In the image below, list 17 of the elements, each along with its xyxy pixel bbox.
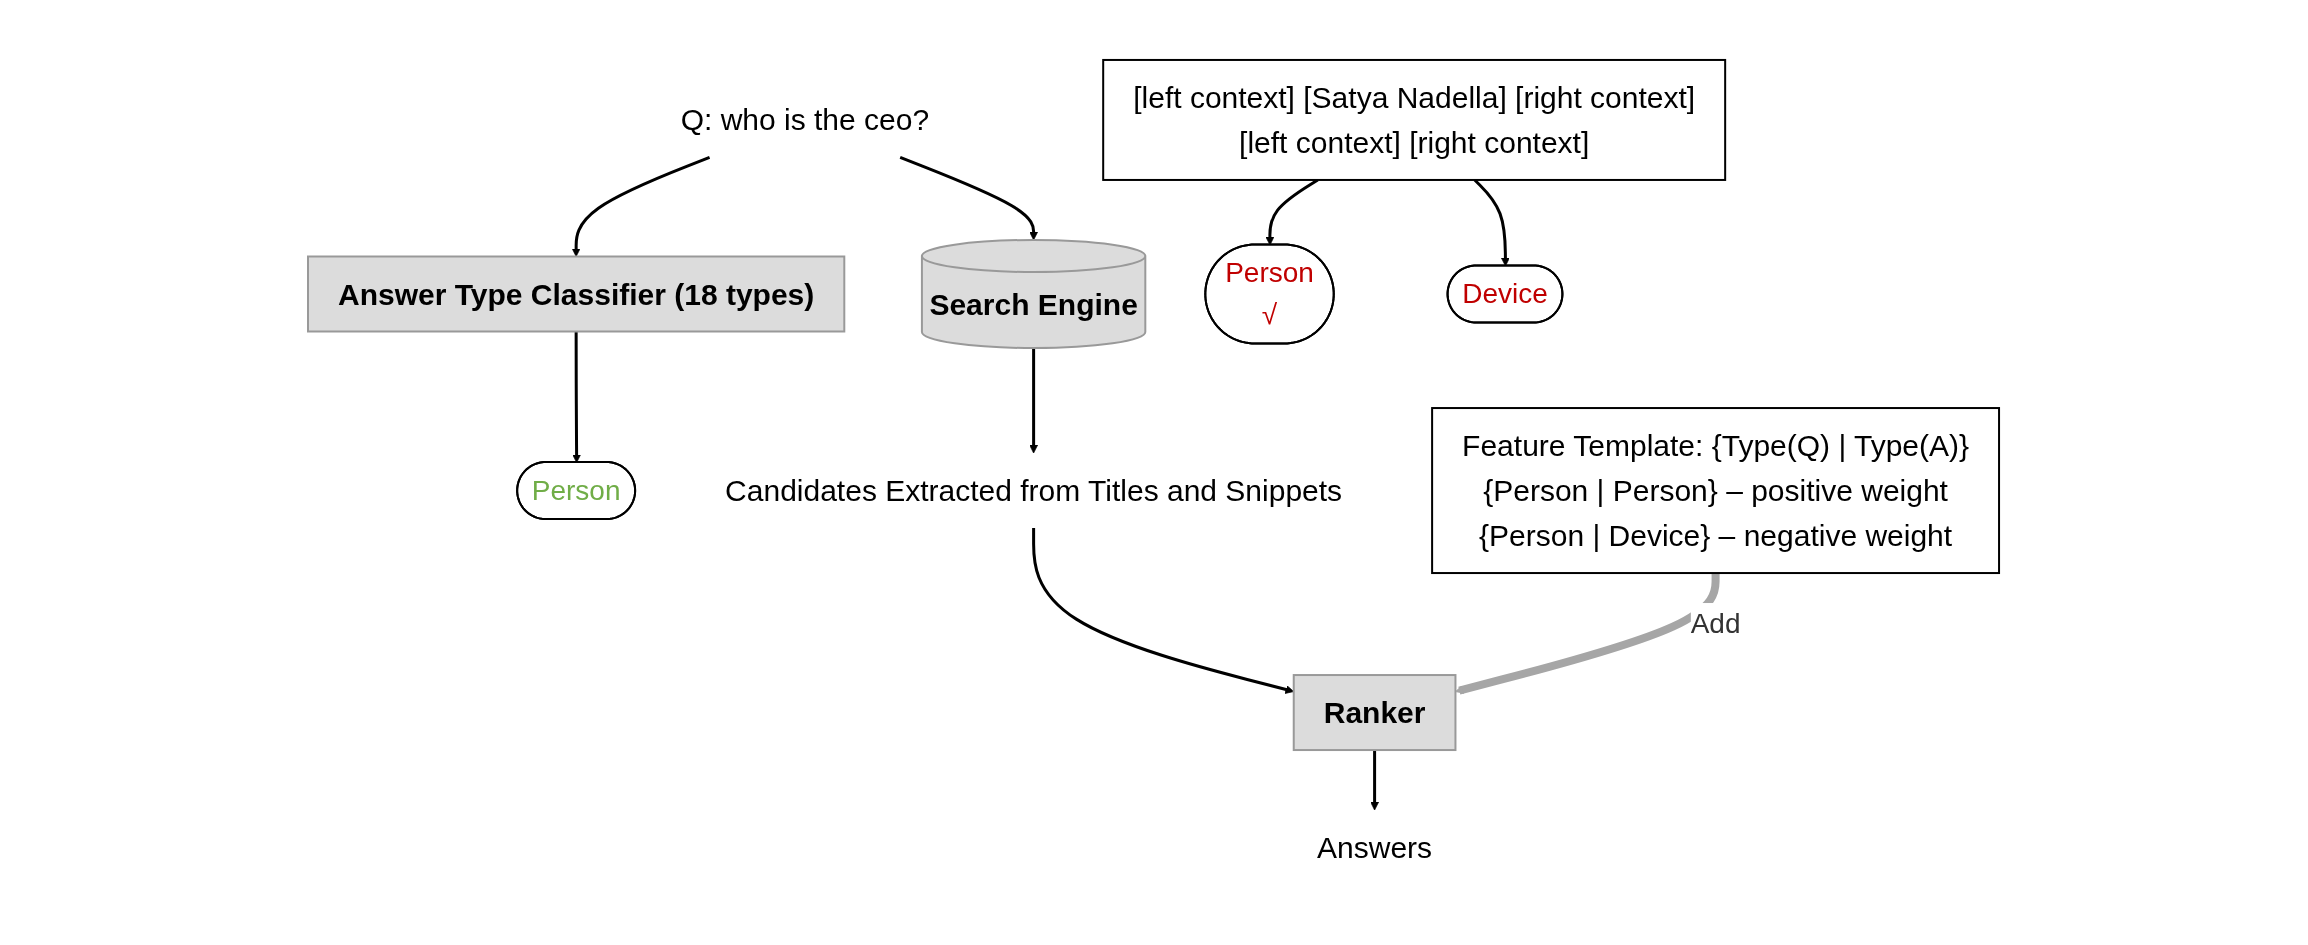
arrow bbox=[1370, 750, 1380, 811]
arrow bbox=[1266, 178, 1319, 246]
arrow bbox=[1474, 178, 1511, 267]
node-text: Candidates Extracted from Titles and Snippets bbox=[725, 474, 1343, 508]
arrow bbox=[900, 156, 1039, 241]
node-box: Answer Type Classifier (18 types) bbox=[307, 255, 846, 333]
node-box: Feature Template: {Type(Q) | Type(A)} {Person | Person} – positive weight {Person | Device} – negative weight bbox=[1431, 407, 2001, 575]
node-text: Answers bbox=[1317, 831, 1433, 865]
arrow bbox=[1032, 528, 1295, 694]
arrow bbox=[1455, 573, 1721, 695]
arrow bbox=[1029, 348, 1039, 454]
arrow bbox=[572, 156, 711, 257]
node-box: [left context] [Satya Nadella] [right context] [left context] [right context] bbox=[1102, 58, 1727, 181]
arrow bbox=[572, 331, 582, 463]
node-text: Q: who is the ceo? bbox=[681, 103, 930, 137]
edge-label: Add bbox=[1691, 608, 1741, 640]
node-box: Ranker bbox=[1293, 674, 1457, 752]
